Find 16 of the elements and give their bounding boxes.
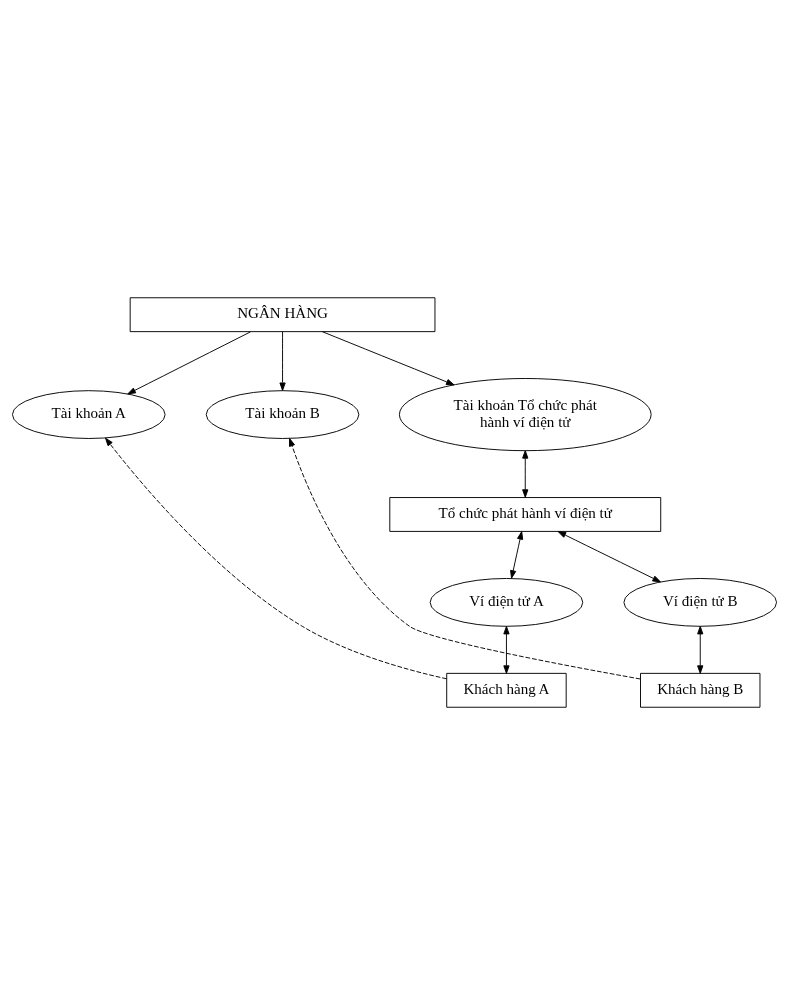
arrow — [510, 530, 524, 579]
node-box: Khách hàng B — [640, 672, 761, 708]
arrow — [127, 330, 252, 394]
arrow — [522, 449, 529, 498]
arrow — [279, 330, 286, 391]
arrow — [503, 625, 510, 674]
arrow — [105, 437, 448, 679]
node-box: NGÂN HÀNG — [129, 296, 436, 332]
node-box: Tổ chức phát hành ví điện tử — [389, 496, 662, 532]
arrow — [697, 625, 704, 674]
arrow — [289, 437, 641, 679]
node-ellipse: Tài khoản B — [205, 389, 360, 439]
arrow — [557, 530, 661, 582]
arrow — [321, 330, 455, 385]
node-ellipse: Ví điện tử A — [429, 577, 584, 627]
node-box: Khách hàng A — [446, 672, 567, 708]
